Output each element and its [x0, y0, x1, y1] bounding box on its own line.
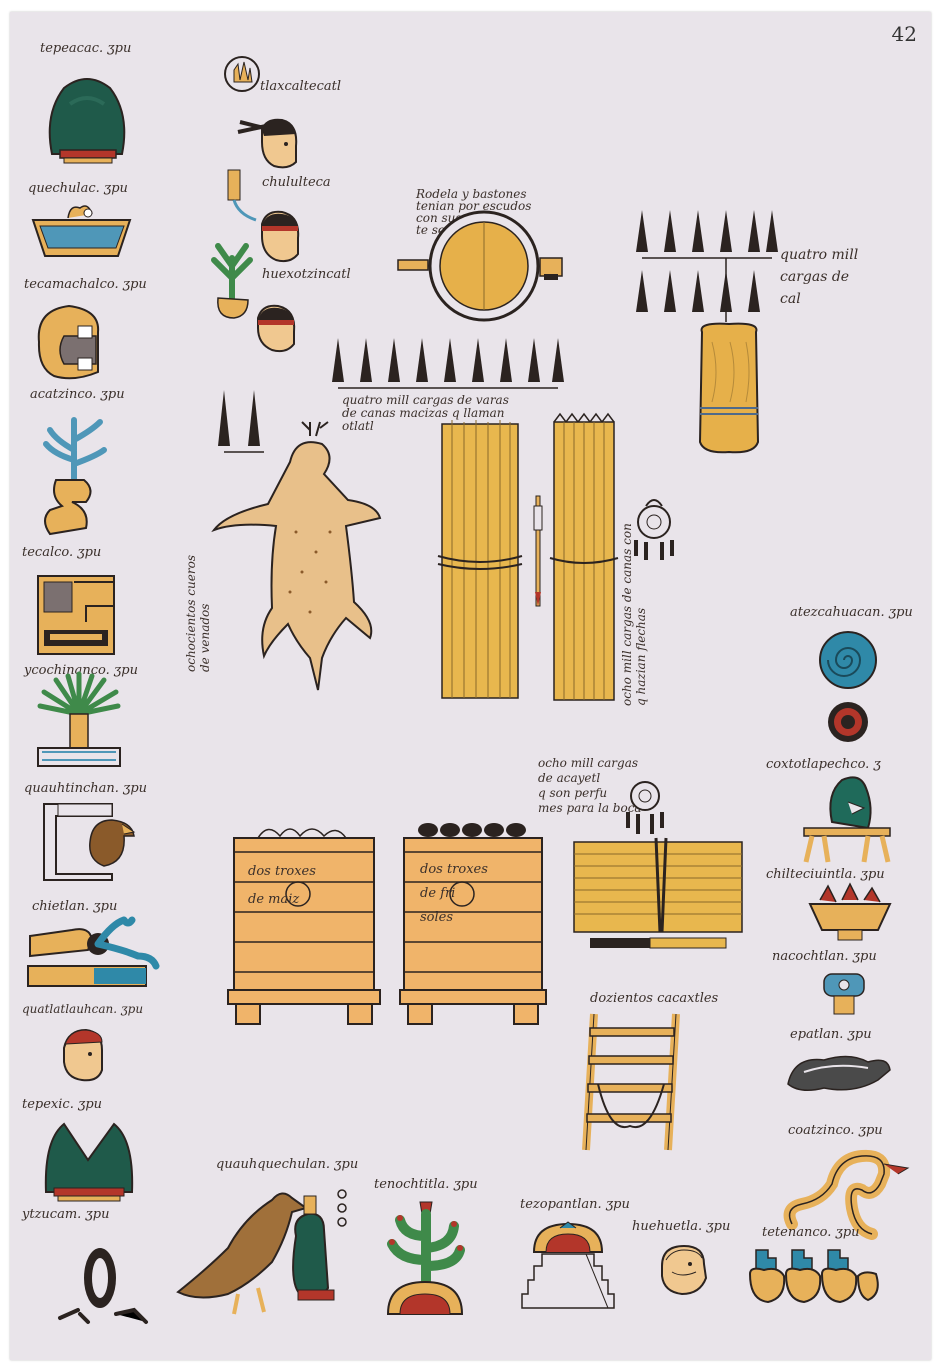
label-quatlatlauhcan: quatlatlauhcan. ʒpu — [22, 1002, 144, 1016]
serpent-glyph-icon — [782, 1144, 912, 1240]
stone-house-glyph-icon — [34, 572, 118, 658]
plume-count-icon — [214, 390, 274, 464]
shield-icon — [394, 210, 574, 322]
sun-disk-icon — [620, 768, 670, 838]
hand-shield-icon — [222, 54, 262, 94]
maize-bin-icon — [227, 822, 381, 1025]
plume-count-icon — [330, 338, 566, 394]
cactus-glyph-icon — [380, 1196, 470, 1320]
old-face-glyph-icon — [656, 1242, 710, 1298]
wall-glyph-icon — [746, 1240, 886, 1314]
eagle-house-glyph-icon — [42, 802, 138, 882]
skunk-glyph-icon — [784, 1050, 894, 1096]
hill-glyph-icon — [42, 74, 132, 166]
warrior-head-icon — [208, 238, 304, 358]
label-atezcahuacan: atezcahuacan. ʒpu — [790, 605, 913, 620]
label-huehuetla: huehuetla. ʒpu — [632, 1219, 731, 1234]
bird-bench-glyph-icon — [802, 772, 894, 864]
temple-glyph-icon — [516, 1220, 620, 1316]
label-chietlan: chietlan. ʒpu — [32, 899, 118, 914]
reed-seat-glyph-icon — [36, 410, 116, 544]
label-tetenanco: tetenanco. ʒpu — [762, 1225, 860, 1240]
carrying-frame-icon — [580, 1013, 684, 1151]
label-coatzinco: coatzinco. ʒpu — [788, 1123, 883, 1138]
obsidian-glyph-icon — [58, 1244, 158, 1328]
plume-count-icon — [632, 210, 780, 322]
label-huexotzincatl: huexotzincatl — [262, 267, 351, 282]
lime-bundle-icon — [694, 322, 764, 456]
warrior-head-icon — [226, 169, 306, 270]
label-epatlan: epatlan. ʒpu — [790, 1027, 872, 1042]
arrow-icon — [530, 495, 546, 607]
mouth-glyph-icon — [34, 302, 104, 384]
label-chululteca: chululteca — [262, 175, 331, 190]
earplug-glyph-icon — [820, 972, 870, 1016]
label-quauhquechulan: quauhquechulan. ʒpu — [216, 1157, 359, 1172]
label-tecamachalco: tecamachalco. ʒpu — [24, 277, 147, 292]
label-nacochtlan: nacochtlan. ʒpu — [772, 949, 877, 964]
label-tlaxcaltecatl: tlaxcaltecatl — [260, 79, 341, 94]
label-tecalco: tecalco. ʒpu — [22, 545, 102, 560]
label-tepexic: tepexic. ʒpu — [22, 1097, 103, 1112]
label-quechulac: quechulac. ʒpu — [28, 181, 128, 196]
label-ycochinanco: ycochinanco. ʒpu — [24, 663, 138, 678]
label-tenochtitla: tenochtitla. ʒpu — [374, 1177, 478, 1192]
codex-page: 42 tepeacac. ʒpu quechulac. ʒpu tecamach… — [10, 12, 931, 1360]
label-tepeacac: tepeacac. ʒpu — [40, 41, 132, 56]
deer-hide-icon — [206, 421, 386, 692]
head-glyph-icon — [58, 1028, 108, 1084]
water-spiral-glyph-icon — [816, 630, 880, 748]
water-glyph-icon — [30, 200, 135, 262]
tube-bundle-icon — [570, 837, 746, 954]
label-quauhtinchan: quauhtinchan. ʒpu — [24, 781, 148, 796]
split-hill-glyph-icon — [42, 1120, 136, 1202]
hand-glyph-icon — [27, 916, 174, 994]
warrior-head-icon — [236, 112, 302, 178]
label-coxtotlapechco: coxtotlapechco. ʒ — [766, 757, 881, 772]
bean-bin-icon — [399, 818, 547, 1025]
frames-caption: dozientos cacaxtles — [590, 991, 719, 1006]
maguey-glyph-icon — [36, 671, 122, 774]
label-chilteciuintla: chilteciuintla. ʒpu — [766, 867, 885, 882]
label-acatzinco: acatzinco. ʒpu — [30, 387, 125, 402]
page-number: 42 — [891, 22, 917, 46]
chili-basket-glyph-icon — [808, 882, 892, 944]
cane-bundle-icon — [549, 412, 620, 704]
label-tezopantlan: tezopantlan. ʒpu — [520, 1197, 630, 1212]
reed-bundle-icon — [437, 418, 523, 702]
sun-disk-icon — [628, 492, 680, 564]
eagle-glyph-icon — [168, 1178, 378, 1330]
label-ytzucam: ytzucam. ʒpu — [22, 1207, 110, 1222]
